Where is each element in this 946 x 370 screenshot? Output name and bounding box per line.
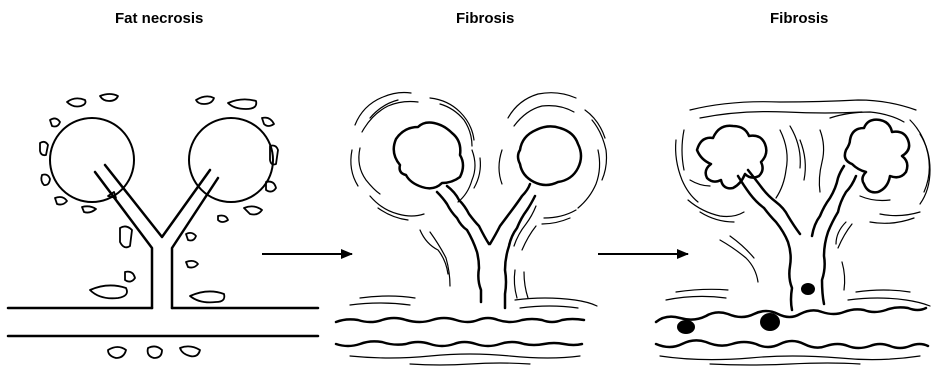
dense-fibrous-strands (660, 100, 930, 365)
calcifications (677, 283, 815, 334)
acinus-left-fibrotic (394, 123, 463, 189)
calcification-dot (677, 320, 695, 334)
acinus-right (189, 118, 273, 202)
acinus-right-fibrotic (518, 126, 581, 185)
panel-fibrosis-1 (336, 93, 607, 366)
panel-fibrosis-2 (656, 100, 930, 365)
main-duct-distorted (656, 307, 928, 348)
fat-necrosis-foci (40, 94, 278, 358)
main-duct (8, 308, 318, 336)
duct-y-distorted (738, 166, 856, 310)
calcification-dot (760, 313, 780, 331)
duct-y (95, 165, 218, 308)
main-duct-fibrotic (336, 318, 584, 346)
duct-y-fibrotic (437, 184, 535, 308)
calcification-dot (801, 283, 815, 295)
fibrous-strands (350, 93, 607, 366)
acinus-left (50, 118, 134, 202)
panel-fat-necrosis (8, 94, 318, 358)
